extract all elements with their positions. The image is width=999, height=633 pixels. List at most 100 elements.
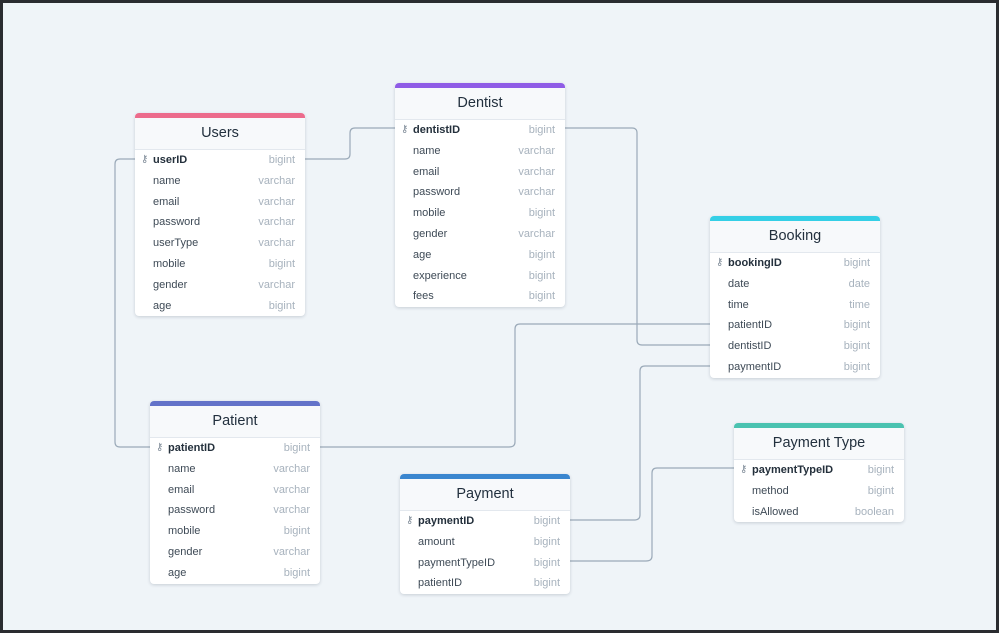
field-name: userID xyxy=(153,154,188,166)
field-type: varchar xyxy=(518,144,555,157)
field-row[interactable]: name varchar xyxy=(395,141,565,162)
field-row[interactable]: isAllowed boolean xyxy=(734,502,904,523)
field-name: email xyxy=(168,483,195,496)
table-color-bar xyxy=(135,113,305,118)
field-type: boolean xyxy=(854,505,894,518)
field-row[interactable]: userType varchar xyxy=(135,233,305,254)
table-color-bar xyxy=(150,401,320,406)
field-type: bigint xyxy=(867,464,894,476)
field-type: bigint xyxy=(843,319,870,332)
table-title: Dentist xyxy=(395,88,565,120)
field-name: password xyxy=(413,186,461,199)
key-icon: ⚷ xyxy=(406,515,414,526)
field-name: paymentID xyxy=(728,360,782,373)
field-type: time xyxy=(849,298,870,311)
field-type: bigint xyxy=(283,442,310,454)
field-name: patientID xyxy=(728,319,773,332)
link-patient-booking xyxy=(320,323,710,448)
field-name: email xyxy=(153,195,180,208)
table-title: Patient xyxy=(150,406,320,438)
field-row[interactable]: gender varchar xyxy=(150,542,320,563)
field-name: paymentID xyxy=(418,515,475,527)
field-name: amount xyxy=(418,535,455,548)
table-title: Payment Type xyxy=(734,428,904,460)
field-type: bigint xyxy=(533,515,560,527)
key-icon: ⚷ xyxy=(740,464,748,475)
field-name: userType xyxy=(153,237,199,250)
field-name: name xyxy=(413,144,441,157)
field-name: gender xyxy=(168,545,203,558)
field-type: varchar xyxy=(258,195,295,208)
field-type: bigint xyxy=(533,556,560,569)
field-name: bookingID xyxy=(728,257,782,269)
field-type: bigint xyxy=(283,566,310,579)
field-name: name xyxy=(168,462,196,475)
field-row[interactable]: email varchar xyxy=(135,192,305,213)
field-type: bigint xyxy=(268,257,295,270)
field-type: varchar xyxy=(518,165,555,178)
field-type: bigint xyxy=(528,248,555,261)
field-row[interactable]: patientID bigint xyxy=(710,315,880,336)
link-users-patient xyxy=(114,158,150,448)
field-name: dentistID xyxy=(413,124,461,136)
link-users-dentist xyxy=(305,127,395,160)
field-name: age xyxy=(153,299,172,312)
field-type: bigint xyxy=(283,525,310,538)
link-dentist-booking xyxy=(565,127,710,346)
field-name: gender xyxy=(413,227,448,240)
field-type: varchar xyxy=(273,545,310,558)
field-name: isAllowed xyxy=(752,505,799,518)
field-type: varchar xyxy=(258,237,295,250)
field-name: method xyxy=(752,484,789,497)
key-icon: ⚷ xyxy=(156,442,164,453)
field-row[interactable]: paymentTypeID bigint xyxy=(400,553,570,574)
table-payment-type[interactable]: Payment Type ⚷ paymentTypeID bigint method… xyxy=(734,423,904,523)
relationship-lines xyxy=(114,127,734,562)
field-row[interactable]: ⚷ paymentID bigint xyxy=(400,511,570,532)
field-name: password xyxy=(168,504,216,517)
table-color-bar xyxy=(710,216,880,221)
key-icon: ⚷ xyxy=(716,257,724,268)
field-row[interactable]: ⚷ paymentTypeID bigint xyxy=(734,460,904,481)
field-name: paymentTypeID xyxy=(752,464,834,476)
field-row[interactable]: amount bigint xyxy=(400,532,570,553)
field-name: password xyxy=(153,216,201,229)
key-icon: ⚷ xyxy=(141,154,149,165)
field-name: paymentTypeID xyxy=(418,556,496,569)
field-type: bigint xyxy=(533,535,560,548)
field-name: date xyxy=(728,277,750,290)
